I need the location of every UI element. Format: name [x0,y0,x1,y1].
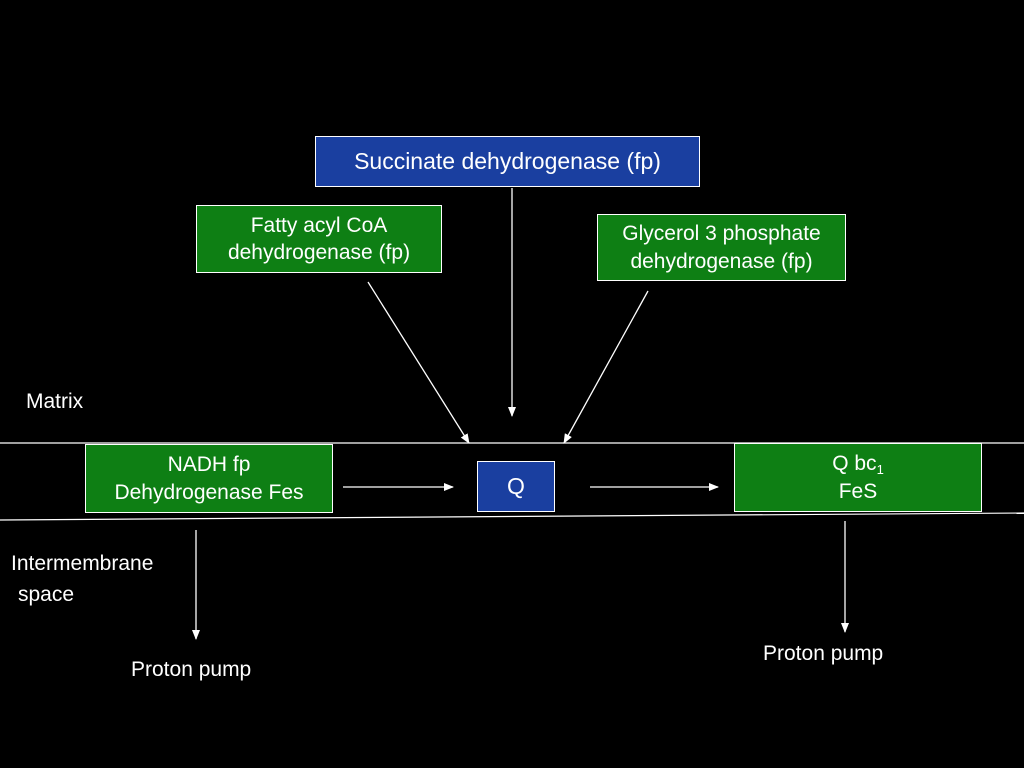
matrix-label: Matrix [26,390,84,413]
q-bc1-box: Q bc1 FeS [734,443,982,512]
q-label: Q [507,472,525,499]
q-box: Q [477,461,555,512]
membrane-bottom-line [0,512,1024,521]
succinate-dehydrogenase-label: Succinate dehydrogenase (fp) [354,147,661,174]
glycerol-line2: dehydrogenase (fp) [630,249,813,273]
proton-pump-right-label: Proton pump [763,642,884,665]
nadh-line2: Dehydrogenase Fes [114,480,304,504]
nadh-line1: NADH fp [167,453,251,477]
glycerol-line1: Glycerol 3 phosphate [622,222,821,246]
arrow-glycerol-to-q [563,290,649,444]
q-bc1-line2: FeS [838,479,878,503]
fatty-acyl-line2: dehydrogenase (fp) [227,241,411,264]
q-bc1-line1: Q bc1 [832,450,884,477]
proton-pump-left-label: Proton pump [131,658,252,681]
succinate-dehydrogenase-box: Succinate dehydrogenase (fp) [315,136,700,187]
nadh-dehydrogenase-box: NADH fp Dehydrogenase Fes [85,444,333,513]
fatty-acyl-coa-dehydrogenase-box: Fatty acyl CoA dehydrogenase (fp) [196,205,442,273]
q-bc1-subscript: 1 [876,462,884,478]
intermembrane-label-line2: space [18,583,75,606]
intermembrane-label-line1: Intermembrane [11,552,154,575]
fatty-acyl-line1: Fatty acyl CoA [250,213,388,237]
glycerol-3-phosphate-dehydrogenase-box: Glycerol 3 phosphate dehydrogenase (fp) [597,214,846,281]
arrow-fatty-acyl-to-q [367,281,470,444]
q-bc1-main-text: Q bc [832,452,877,476]
